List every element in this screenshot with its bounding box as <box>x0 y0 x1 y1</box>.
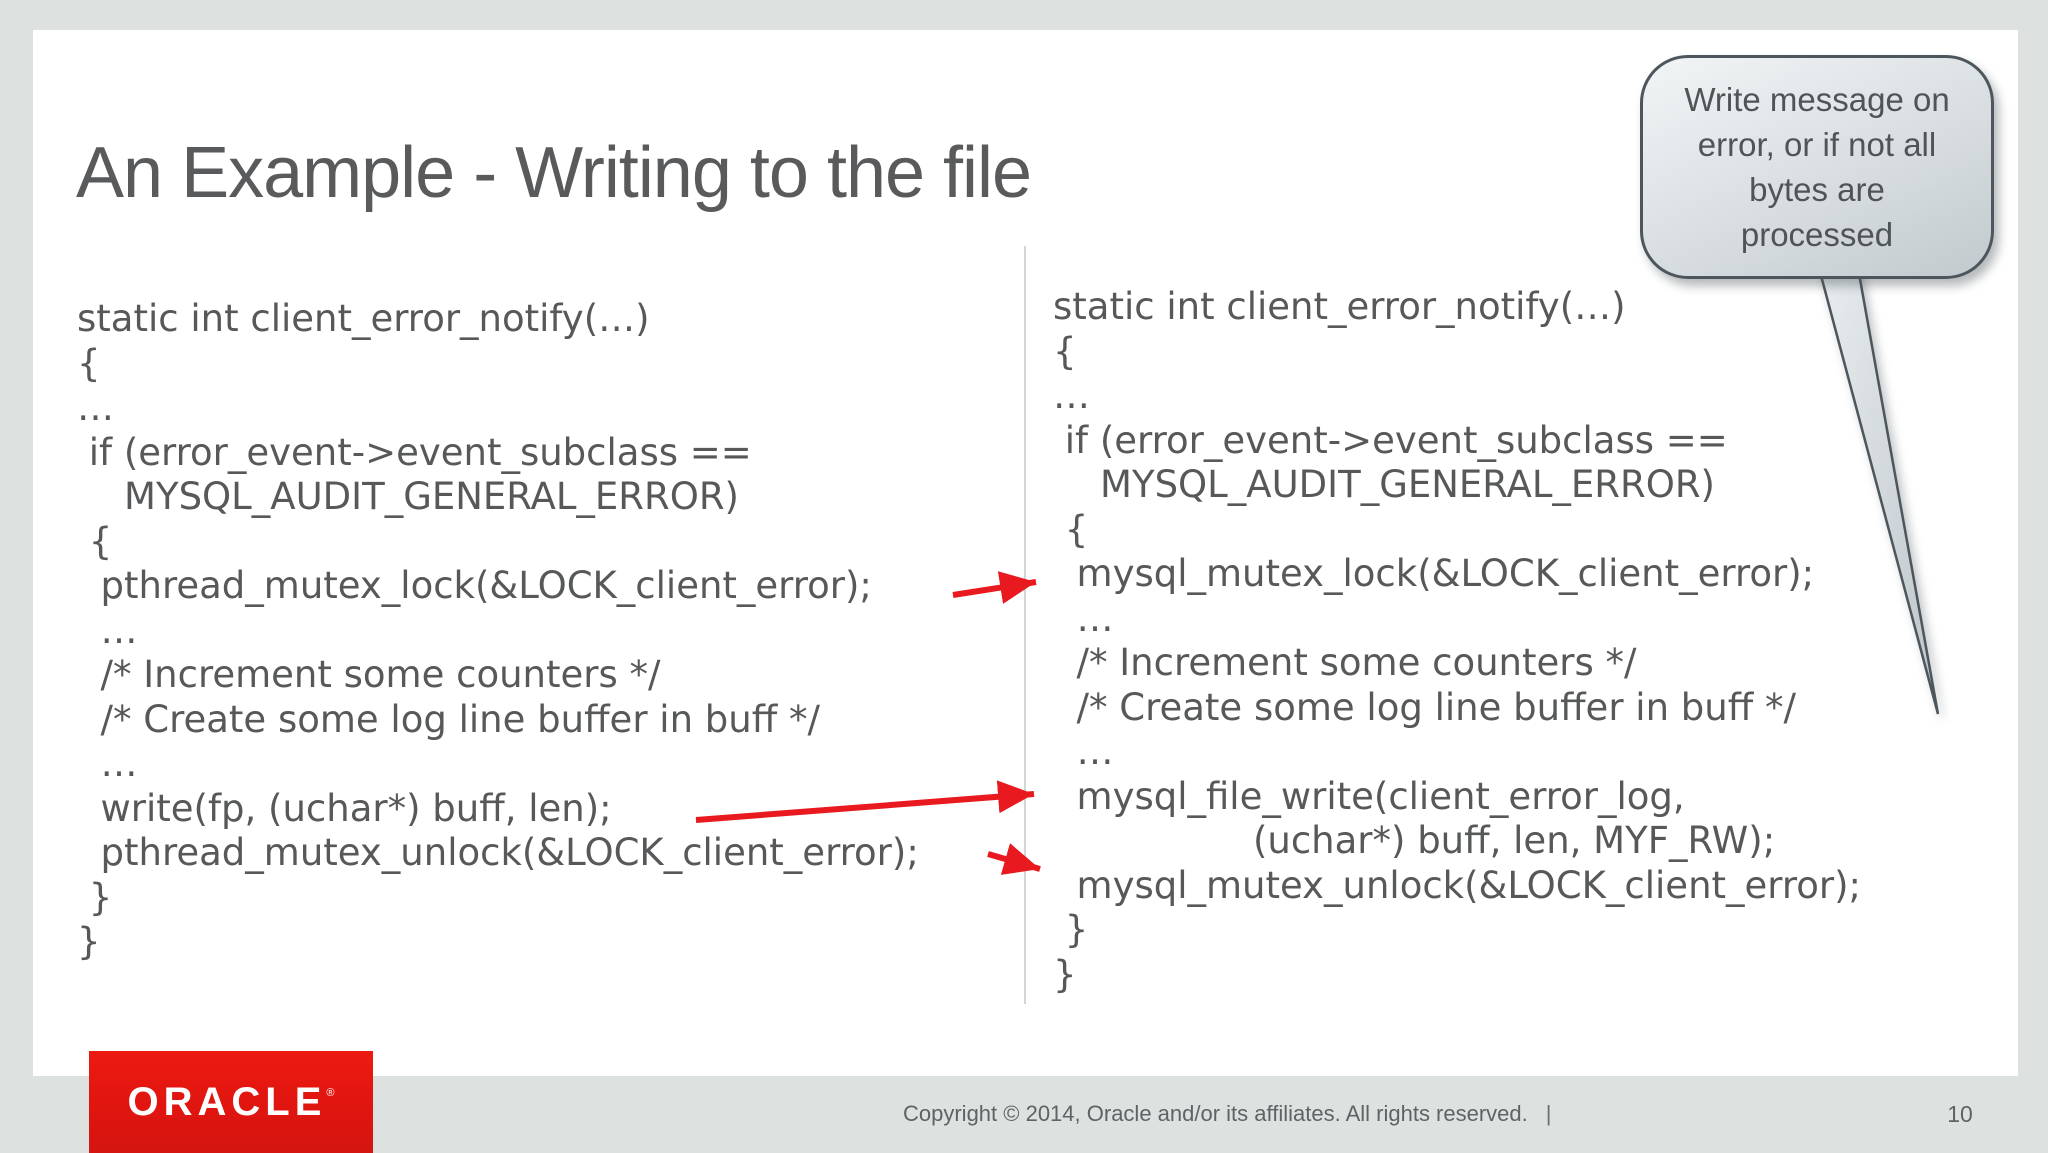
code-line: static int client_error_notify(…) <box>77 297 650 340</box>
code-line: if (error_event->event_subclass == <box>77 430 752 474</box>
callout-line: processed <box>1740 216 1894 253</box>
code-line: } <box>77 875 113 919</box>
code-line: (uchar*) buff, len, MYF_RW); <box>1053 819 1776 862</box>
code-line: … <box>1053 730 1114 773</box>
slide-title: An Example - Writing to the file <box>76 133 1032 213</box>
footer-copyright: Copyright © 2014, Oracle and/or its affi… <box>903 1101 1551 1127</box>
code-line: MYSQL_AUDIT_GENERAL_ERROR) <box>1053 463 1715 506</box>
callout-bubble: Write message on error, or if not all by… <box>1640 55 1994 279</box>
code-line: } <box>1053 952 1077 996</box>
callout-line: Write message on <box>1684 81 1950 118</box>
code-line: } <box>1053 908 1089 951</box>
copyright-text: Copyright © 2014, Oracle and/or its affi… <box>903 1101 1528 1126</box>
registered-trademark-icon: ® <box>326 1086 335 1099</box>
code-line: … <box>77 742 138 785</box>
callout-line: bytes are <box>1749 171 1885 208</box>
code-line: mysql_file_write(client_error_log, <box>1053 774 1685 818</box>
code-line: write(fp, (uchar*) buff, len); <box>77 786 612 830</box>
code-line: mysql_mutex_lock(&LOCK_client_error); <box>1053 552 1815 595</box>
code-line: … <box>1053 596 1114 640</box>
oracle-wordmark: ORACLE <box>127 1079 327 1124</box>
code-block-left: static int client_error_notify(…) { … if… <box>77 297 919 965</box>
column-divider <box>1024 246 1026 1004</box>
code-line: { <box>77 341 101 385</box>
code-line: { <box>77 519 113 563</box>
code-line: pthread_mutex_lock(&LOCK_client_error); <box>77 564 872 607</box>
code-line: { <box>1053 507 1089 551</box>
code-line: /* Create some log line buffer in buff *… <box>77 697 820 741</box>
code-line: … <box>77 386 114 429</box>
callout-line: error, or if not all <box>1697 126 1937 163</box>
code-line: { <box>1053 329 1077 373</box>
code-line: } <box>77 920 101 963</box>
code-line: /* Create some log line buffer in buff *… <box>1053 685 1796 729</box>
page-number: 10 <box>1947 1101 1973 1127</box>
code-line: if (error_event->event_subclass == <box>1053 418 1728 462</box>
code-line: /* Increment some counters */ <box>1053 641 1637 684</box>
code-line: … <box>77 608 138 652</box>
code-line: static int client_error_notify(…) <box>1053 285 1626 328</box>
code-line: mysql_mutex_unlock(&LOCK_client_error); <box>1053 863 1862 907</box>
code-block-right: static int client_error_notify(…) { … if… <box>1053 285 1861 997</box>
code-line: /* Increment some counters */ <box>77 653 661 696</box>
footer-separator: | <box>1545 1101 1552 1126</box>
code-line: … <box>1053 374 1090 417</box>
code-line: MYSQL_AUDIT_GENERAL_ERROR) <box>77 475 739 518</box>
code-line: pthread_mutex_unlock(&LOCK_client_error)… <box>77 831 919 874</box>
oracle-logo: ORACLE ® <box>89 1051 373 1153</box>
